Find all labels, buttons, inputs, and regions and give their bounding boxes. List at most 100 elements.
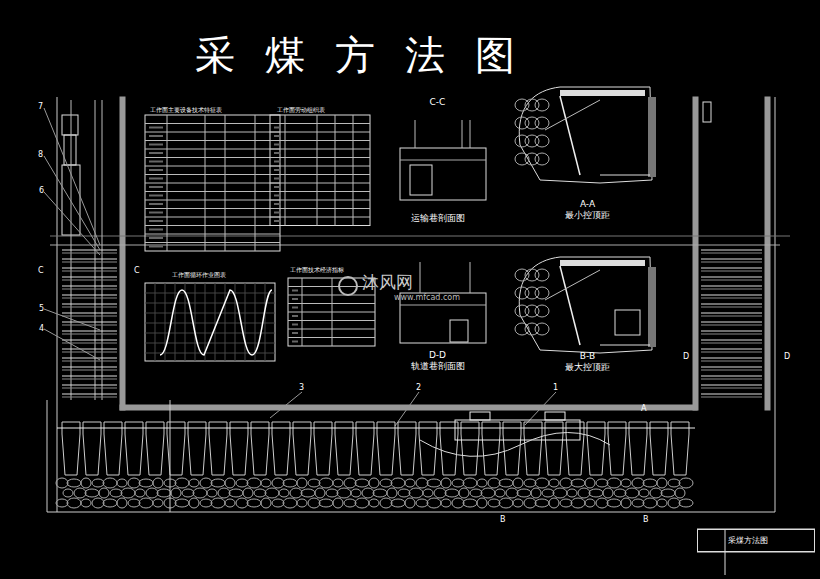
- hydraulic-support: [398, 422, 416, 475]
- table-title: 工作面主要设备技术特征表: [150, 106, 222, 113]
- leader-line: [44, 329, 100, 360]
- hydraulic-support: [314, 422, 332, 475]
- goaf-rock: [110, 489, 122, 497]
- roadway-support: [701, 253, 762, 254]
- roadway-support: [62, 385, 117, 386]
- goaf-rock: [373, 489, 387, 497]
- goaf-rock: [254, 489, 266, 497]
- roadway-support: [62, 268, 117, 269]
- hydraulic-support: [482, 422, 500, 475]
- goaf-rock: [175, 478, 189, 488]
- goaf-rock: [589, 489, 603, 497]
- leader-line: [44, 156, 100, 250]
- table-cell-mark: [149, 178, 163, 180]
- roadway-support: [701, 322, 762, 323]
- hydraulic-support: [272, 422, 290, 475]
- goaf-rock: [315, 488, 325, 498]
- roadway-support: [701, 397, 762, 398]
- roadway-support: [62, 367, 117, 368]
- goaf-rock: [506, 488, 518, 498]
- table-cell-mark: [149, 229, 163, 231]
- table-cell-mark: [274, 169, 281, 171]
- table-title: 工作面劳动组织表: [277, 106, 325, 113]
- table-rule: [255, 115, 256, 251]
- goaf-rock: [369, 478, 379, 488]
- goaf-rock: [513, 478, 523, 488]
- goaf-rock: [571, 479, 585, 487]
- goaf-rock: [427, 479, 441, 487]
- roadway-support: [701, 385, 762, 386]
- chart-grid: [145, 323, 275, 324]
- goaf-rock: [459, 488, 469, 498]
- table-cell-mark: [149, 127, 163, 129]
- goaf-rock: [477, 479, 487, 487]
- frame-line: [47, 512, 775, 513]
- goaf-rock: [657, 499, 667, 507]
- goaf-rock: [290, 488, 302, 498]
- goaf-rock: [355, 498, 369, 508]
- goaf-rock: [607, 499, 621, 507]
- goaf-rock: [405, 479, 415, 487]
- cable-line: [415, 120, 416, 148]
- goaf-rock: [182, 489, 194, 497]
- roadway-support: [701, 352, 762, 353]
- hydraulic-support: [671, 422, 689, 475]
- goaf-rock: [499, 498, 513, 508]
- roadway-support: [701, 361, 762, 362]
- frame-line: [57, 97, 58, 512]
- goaf-rock: [211, 479, 225, 487]
- goaf-rock: [153, 499, 163, 507]
- table-cell-mark: [292, 298, 298, 300]
- coal-wall: [648, 267, 656, 347]
- goaf-rock: [668, 498, 680, 508]
- chart-grid: [245, 283, 246, 361]
- goaf-rock: [441, 499, 451, 507]
- goaf-rock: [225, 499, 235, 507]
- leader-line: [44, 192, 100, 255]
- roadway-support: [701, 349, 762, 350]
- chart-grid: [185, 283, 186, 361]
- conveyor-line: [600, 175, 650, 176]
- table-title: 工作面技术经济指标: [290, 266, 344, 273]
- goaf-rock: [171, 488, 181, 498]
- goaf-rock: [621, 498, 631, 508]
- watermark: www.mfcad.com: [394, 293, 460, 303]
- goaf-rock: [387, 488, 397, 498]
- roadway-support: [62, 295, 117, 296]
- goaf-rock: [535, 287, 549, 299]
- roadway-support: [701, 277, 762, 278]
- goaf-rock: [535, 478, 549, 488]
- section-mark: A: [641, 404, 646, 414]
- table-rule: [145, 166, 280, 167]
- roadway-support: [62, 340, 117, 341]
- goaf-rock: [207, 489, 217, 497]
- hydraulic-support: [83, 422, 101, 475]
- roadway-support: [701, 298, 762, 299]
- table-cell-mark: [149, 212, 163, 214]
- goaf-rock: [103, 478, 117, 488]
- goaf-rock: [272, 499, 284, 507]
- goaf-rock: [668, 479, 680, 487]
- watermark: 沐风网: [362, 273, 413, 292]
- support-link: [545, 100, 600, 130]
- conveyor-line: [600, 345, 650, 346]
- support-canopy: [560, 90, 645, 96]
- roadway-support: [701, 289, 762, 290]
- table-rule: [145, 149, 280, 150]
- goaf-rock: [283, 479, 297, 487]
- goaf-rock: [423, 489, 433, 497]
- goaf-rock: [67, 479, 81, 487]
- title-block: 采煤方法图: [697, 529, 815, 552]
- goaf-rock: [596, 498, 608, 508]
- goaf-rock: [513, 499, 523, 507]
- table-cell-mark: [274, 178, 281, 180]
- goaf-rock: [279, 489, 289, 497]
- face-section-outline: [519, 257, 652, 353]
- goaf-rock: [560, 478, 572, 488]
- goaf-rock: [308, 498, 320, 508]
- goaf-rock: [225, 478, 235, 488]
- goaf-rock: [265, 488, 279, 498]
- conveyor-section: [410, 165, 432, 195]
- chart-grid: [145, 333, 275, 334]
